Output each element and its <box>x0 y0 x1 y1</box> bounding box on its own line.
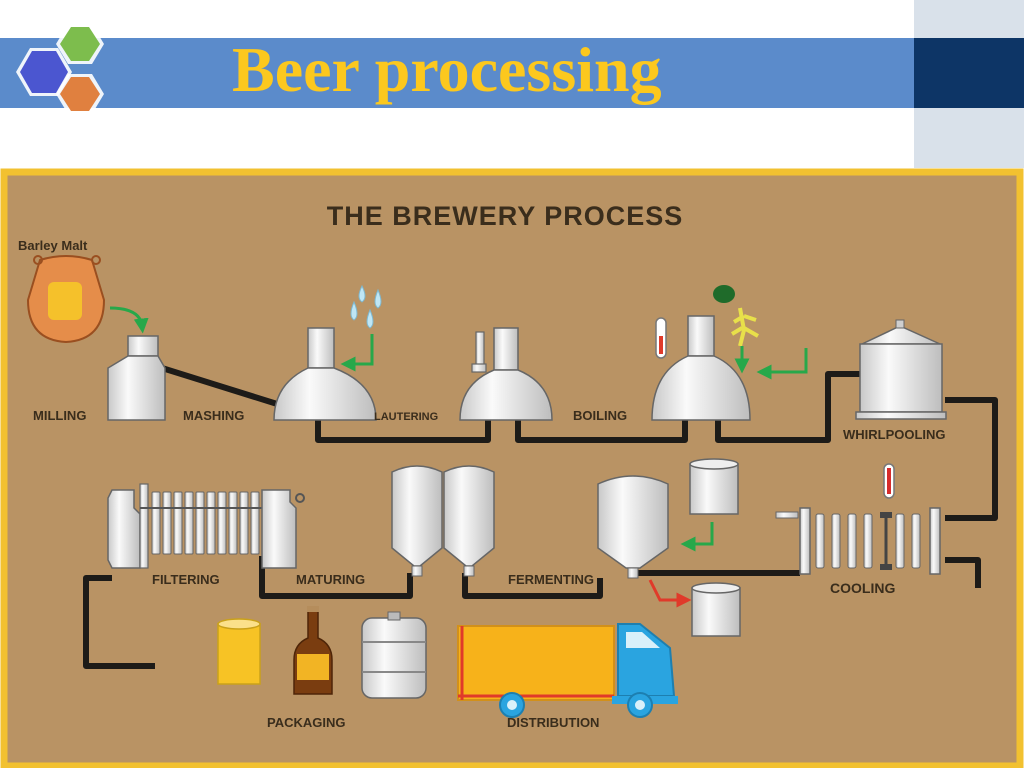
arrow-barley-to-mill <box>109 306 149 334</box>
maturing-tanks <box>391 465 495 577</box>
boiling-label: BOILING <box>573 408 627 423</box>
lautering-label: LAUTERING <box>374 411 438 423</box>
packaging-label: PACKAGING <box>267 715 345 730</box>
slide-title: Beer processing <box>232 34 662 105</box>
distribution-label: DISTRIBUTION <box>507 715 599 730</box>
keg-icon <box>361 611 427 699</box>
boiling-kettle <box>651 315 751 421</box>
cooling-label: COOLING <box>830 580 895 596</box>
fermenting-tank <box>597 475 669 579</box>
water-drops-icon <box>350 284 382 329</box>
barley-malt-label: Barley Malt <box>18 238 88 253</box>
yeast-output-container <box>691 582 741 637</box>
whirlpooling-label: WHIRLPOOLING <box>843 427 946 442</box>
thermometer-icon <box>883 463 895 499</box>
yeast-container <box>689 458 739 515</box>
lautering-tun <box>459 327 553 421</box>
maturing-label: MATURING <box>296 572 365 587</box>
diagram-heading: THE BREWERY PROCESS <box>327 201 684 231</box>
header-bar <box>0 38 914 108</box>
arrow-additive-to-boil <box>756 348 808 380</box>
hops-icon <box>713 285 759 347</box>
mashing-label: MASHING <box>183 408 244 423</box>
cooling-heat-exchanger <box>775 507 941 575</box>
pipes <box>83 365 998 669</box>
barley-malt-sack: Barley Malt <box>18 238 106 344</box>
milling-label: MILLING <box>33 408 86 423</box>
bottle-icon <box>293 606 333 695</box>
can-icon <box>217 618 261 685</box>
arrow-water-to-mash <box>340 334 374 372</box>
corner-panel-dark <box>914 38 1024 108</box>
fermenting-label: FERMENTING <box>508 572 594 587</box>
brewery-diagram: THE BREWERY PROCESS Barley Malt MILLING … <box>0 168 1024 768</box>
mashing-tun <box>273 327 377 421</box>
whirlpool-tank <box>855 319 947 420</box>
arrow-ferment-out <box>648 579 692 608</box>
truck-icon <box>457 623 678 718</box>
filter-press <box>107 483 305 569</box>
filtering-label: FILTERING <box>152 572 220 587</box>
milling-tank <box>107 335 166 421</box>
arrow-yeast-to-ferment <box>680 522 714 552</box>
thermometer-icon <box>655 317 667 359</box>
hexagon-cluster-logo-icon <box>16 24 104 114</box>
